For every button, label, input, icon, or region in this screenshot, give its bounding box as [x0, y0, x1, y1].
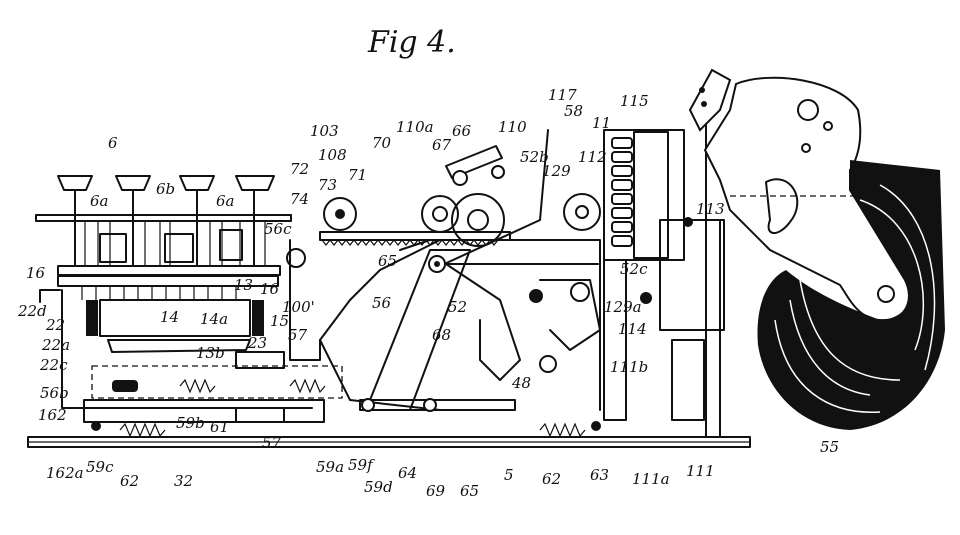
ref-label: 64 — [398, 464, 417, 482]
ref-label: 16 — [26, 264, 46, 282]
ref-label: 129a — [604, 298, 642, 316]
base-plate — [27, 436, 751, 448]
ref-label: 110 — [498, 118, 527, 136]
ref-label: 22d — [17, 302, 47, 320]
ref-label: 67 — [432, 136, 452, 154]
ref-label: 6b — [156, 180, 175, 198]
ref-label: 61 — [210, 418, 229, 436]
ref-label: 56c — [264, 220, 292, 238]
ref-label: 22c — [39, 356, 68, 374]
ref-label: 162 — [38, 406, 67, 424]
ref-label: 22 — [45, 316, 65, 334]
ref-label: 59a — [316, 458, 344, 476]
ref-label: 11 — [592, 114, 611, 132]
key-assembly — [35, 175, 292, 276]
ref-label: 112 — [578, 148, 607, 166]
ref-label: 14 — [160, 308, 179, 326]
ref-label: 14a — [200, 310, 228, 328]
side-frame — [286, 239, 601, 411]
ref-label: 72 — [290, 160, 309, 178]
rack — [319, 231, 511, 246]
pivot-frame — [688, 68, 910, 322]
ref-label: 108 — [318, 146, 347, 164]
linkages — [91, 129, 601, 438]
ref-label: 13b — [196, 344, 225, 362]
ref-label: 56 — [372, 294, 392, 312]
reference-labels: 6 6a 6b 6a 16 22d 22 22a 22c 56b 162 162… — [17, 86, 839, 500]
ref-label: 23 — [247, 334, 267, 352]
ref-label: 68 — [432, 326, 451, 344]
ref-label: 59f — [348, 456, 375, 474]
ref-label: 48 — [511, 374, 531, 392]
ref-label: 66 — [452, 122, 472, 140]
type-box — [57, 275, 279, 353]
ref-label: 65 — [460, 482, 479, 500]
ref-label: 56b — [40, 384, 69, 402]
ref-label: 110a — [396, 118, 434, 136]
ref-label: 6a — [90, 192, 109, 210]
ref-label: 13 — [234, 276, 253, 294]
record-disc — [757, 160, 945, 430]
ref-label: 63 — [590, 466, 609, 484]
ref-label: 111 — [686, 462, 715, 480]
ref-label: 117 — [548, 86, 577, 104]
ref-label: 129 — [542, 162, 571, 180]
ref-label: 58 — [564, 102, 583, 120]
ref-label: 52b — [520, 148, 549, 166]
ref-label: 16 — [260, 280, 280, 298]
type-stack — [603, 119, 725, 437]
ref-label: 71 — [348, 166, 367, 184]
ref-label: 32 — [174, 472, 193, 490]
ref-label: 65 — [378, 252, 397, 270]
ref-label: 59c — [86, 458, 114, 476]
ref-label: 52c — [620, 260, 648, 278]
ref-label: 55 — [820, 438, 839, 456]
ref-label: 6a — [216, 192, 235, 210]
ref-label: 62 — [542, 470, 561, 488]
ref-label: 22a — [41, 336, 70, 354]
ref-label: 73 — [318, 176, 337, 194]
ref-label: 114 — [618, 320, 647, 338]
ref-label: 15 — [270, 312, 289, 330]
ref-label: 57 — [288, 326, 308, 344]
ref-label: 74 — [290, 190, 309, 208]
figure-title: Fig 4. — [367, 25, 456, 60]
ref-label: 103 — [310, 122, 339, 140]
ref-label: 100' — [282, 298, 315, 316]
ref-label: 59d — [364, 478, 393, 496]
ref-label: 111b — [610, 358, 648, 376]
ref-label: 162a — [46, 464, 84, 482]
ref-label: 59b — [176, 414, 205, 432]
ref-label: 69 — [426, 482, 446, 500]
ref-label: 5 — [504, 466, 514, 484]
gears — [323, 193, 601, 247]
ref-label: 70 — [372, 134, 392, 152]
ref-label: 52 — [448, 298, 467, 316]
ref-label: 111a — [632, 470, 670, 488]
ref-label: 6 — [108, 134, 118, 152]
ref-label: 62 — [120, 472, 139, 490]
ref-label: 57 — [262, 434, 282, 452]
ref-label: 113 — [696, 200, 725, 218]
ref-label: 115 — [620, 92, 649, 110]
